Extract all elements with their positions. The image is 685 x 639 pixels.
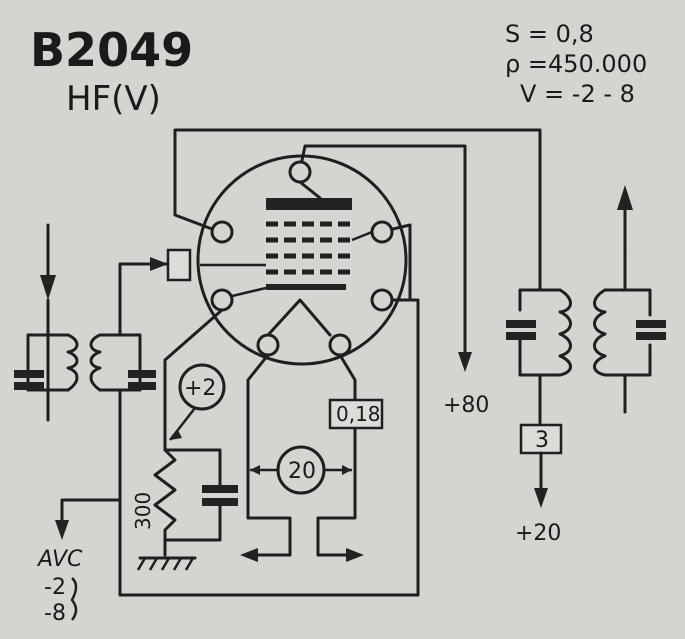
spec-slope: S = 0,8: [505, 20, 594, 48]
screen-voltage-label: +2: [184, 376, 216, 401]
input-tank-primary: [26, 298, 70, 422]
output-coil-primary-icon: [558, 288, 572, 377]
heater-left-arrow: [240, 548, 258, 562]
screen-voltage-arrow: [170, 430, 182, 440]
dim-arrow-right: [342, 465, 352, 475]
pin-top: [288, 160, 312, 184]
spec-bias: V = -2 - 8: [520, 80, 635, 108]
output-capacitor-left: [506, 320, 536, 340]
pin-right-upper: [370, 220, 394, 244]
output-tank-secondary: [603, 228, 652, 414]
cathode-connector: [231, 286, 267, 298]
input-capacitor-left: [14, 370, 44, 390]
cathode-resistor-icon: [153, 448, 177, 557]
grid-cap-lead: [118, 262, 170, 302]
pin-bottom-right: [328, 333, 352, 357]
grid-connector: [351, 230, 373, 242]
input-coil-secondary-icon: [89, 333, 102, 392]
screen-voltage-arrow-line: [169, 407, 196, 441]
tube-envelope: [196, 154, 408, 366]
screen-voltage-circle: [178, 363, 226, 411]
input-tank-secondary: [98, 298, 142, 422]
anode-connector: [298, 180, 322, 200]
heater-voltage-label: 20: [288, 459, 316, 484]
avc-label: AVC: [36, 547, 83, 572]
anode-supply-label: +80: [443, 393, 489, 418]
anode-top-lead: [298, 144, 467, 357]
cathode-lead: [163, 308, 224, 452]
bypass-capacitor: [202, 485, 238, 506]
heater-current-box: [328, 398, 384, 430]
screen-lead: [118, 298, 420, 597]
spec-resistance: ρ =450.000: [505, 50, 647, 78]
input-capacitor-right: [128, 370, 156, 390]
tube-type-title: B2049: [30, 23, 193, 77]
output-tank-primary: [518, 288, 562, 427]
heater-filament: [266, 298, 332, 337]
output-capacitor-right: [636, 320, 666, 340]
heater-lead-right-loop: [316, 353, 357, 557]
heater-lead-left: [246, 353, 292, 557]
pin-left-lower: [210, 288, 234, 312]
tube-function: HF(V): [66, 79, 161, 119]
anode-plate: [266, 198, 352, 210]
avc-brace: [70, 577, 78, 621]
output-supply-arrow: [534, 488, 548, 508]
heater-right-arrow: [346, 548, 364, 562]
bypass-lead: [163, 448, 222, 542]
grid-electrodes: [266, 221, 352, 275]
output-supply-label: +20: [515, 521, 561, 546]
cathode-resistor-label: 300: [131, 492, 155, 530]
avc-lead: [60, 418, 122, 527]
grid-lead-wire: [173, 128, 542, 292]
grid-cap-arrow: [150, 257, 168, 271]
avc-high-value: -8: [44, 601, 66, 626]
input-arrow: [40, 275, 56, 300]
anode-supply-arrow: [458, 352, 472, 372]
pin-bottom-left: [256, 333, 280, 357]
output-resistor-label: 3: [535, 428, 549, 453]
dim-arrow-left: [250, 465, 260, 475]
cathode: [266, 284, 346, 290]
heater-voltage-circle: [276, 445, 326, 495]
heater-current-label: 0,18: [336, 402, 381, 426]
avc-arrow: [55, 520, 69, 540]
ground-icon: [136, 556, 197, 571]
output-arrow: [617, 185, 633, 210]
grid-cap: [166, 248, 192, 282]
pin-right-lower: [370, 288, 394, 312]
avc-low-value: -2: [44, 575, 66, 600]
pin-left-upper: [210, 220, 234, 244]
input-coil-primary-icon: [66, 333, 79, 392]
output-coil-secondary-icon: [593, 288, 607, 377]
